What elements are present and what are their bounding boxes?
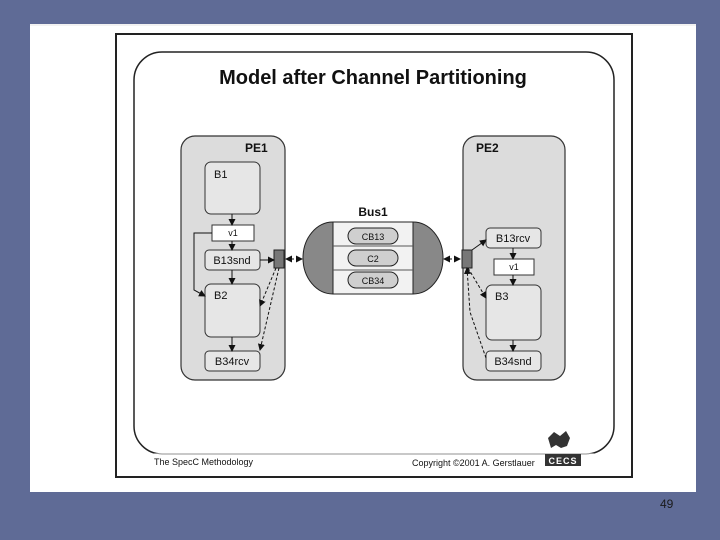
pe2-block-b13rcv-label: B13rcv	[496, 233, 531, 245]
bus1-channel-c2	[347, 249, 399, 267]
pe1-block-b1-label: B1	[214, 169, 227, 181]
pe2-arrow-port-b13rcv	[471, 239, 487, 251]
pe2-block-b34snd-label: B34snd	[494, 356, 531, 368]
pe2-dashed-b34snd-port	[463, 267, 487, 359]
pe1-block-b2-label: B2	[214, 290, 227, 302]
footer-right-text: Copyright ©2001 A. Gerstlauer	[412, 458, 535, 468]
pe1-variable-v1-label: v1	[228, 228, 238, 238]
pe1-dashed-port-b2	[259, 267, 277, 307]
pe1-block-b34rcv-label: B34rcv	[215, 356, 250, 368]
diagram-title: Model after Channel Partitioning	[219, 67, 527, 89]
bus1-channel-cb13	[347, 227, 399, 245]
pe1-bus-port	[273, 249, 285, 269]
pe1-label: PE1	[245, 141, 268, 155]
bus1-channel-cb34-label: CB34	[362, 276, 385, 286]
pe2-bus-port	[461, 249, 473, 269]
bus1-channel-c2-label: C2	[367, 254, 379, 264]
pe2-box	[462, 135, 566, 381]
bus1-channel-cb34	[347, 271, 399, 289]
logo-plate	[545, 454, 581, 466]
pe2-label: PE2	[476, 141, 499, 155]
slide-top-rule	[30, 24, 696, 26]
pe2-block-b3-label: B3	[495, 291, 508, 303]
cecs-logo: CECS	[545, 431, 581, 466]
page-number: 49	[660, 497, 674, 511]
pe2-variable-v1-label: v1	[509, 262, 519, 272]
logo-emblem	[548, 431, 570, 448]
bus1-channel-cb13-label: CB13	[362, 232, 385, 242]
logo-text: CECS	[548, 456, 577, 466]
pe1-arrow-v1-b2	[193, 232, 212, 297]
pe1-block-b13snd-label: B13snd	[213, 255, 250, 267]
bus1-label: Bus1	[358, 205, 388, 219]
footer-left-text: The SpecC Methodology	[154, 457, 254, 467]
pe1-dashed-port-b34rcv	[257, 267, 280, 351]
pe2-dashed-port-b3	[467, 267, 487, 299]
